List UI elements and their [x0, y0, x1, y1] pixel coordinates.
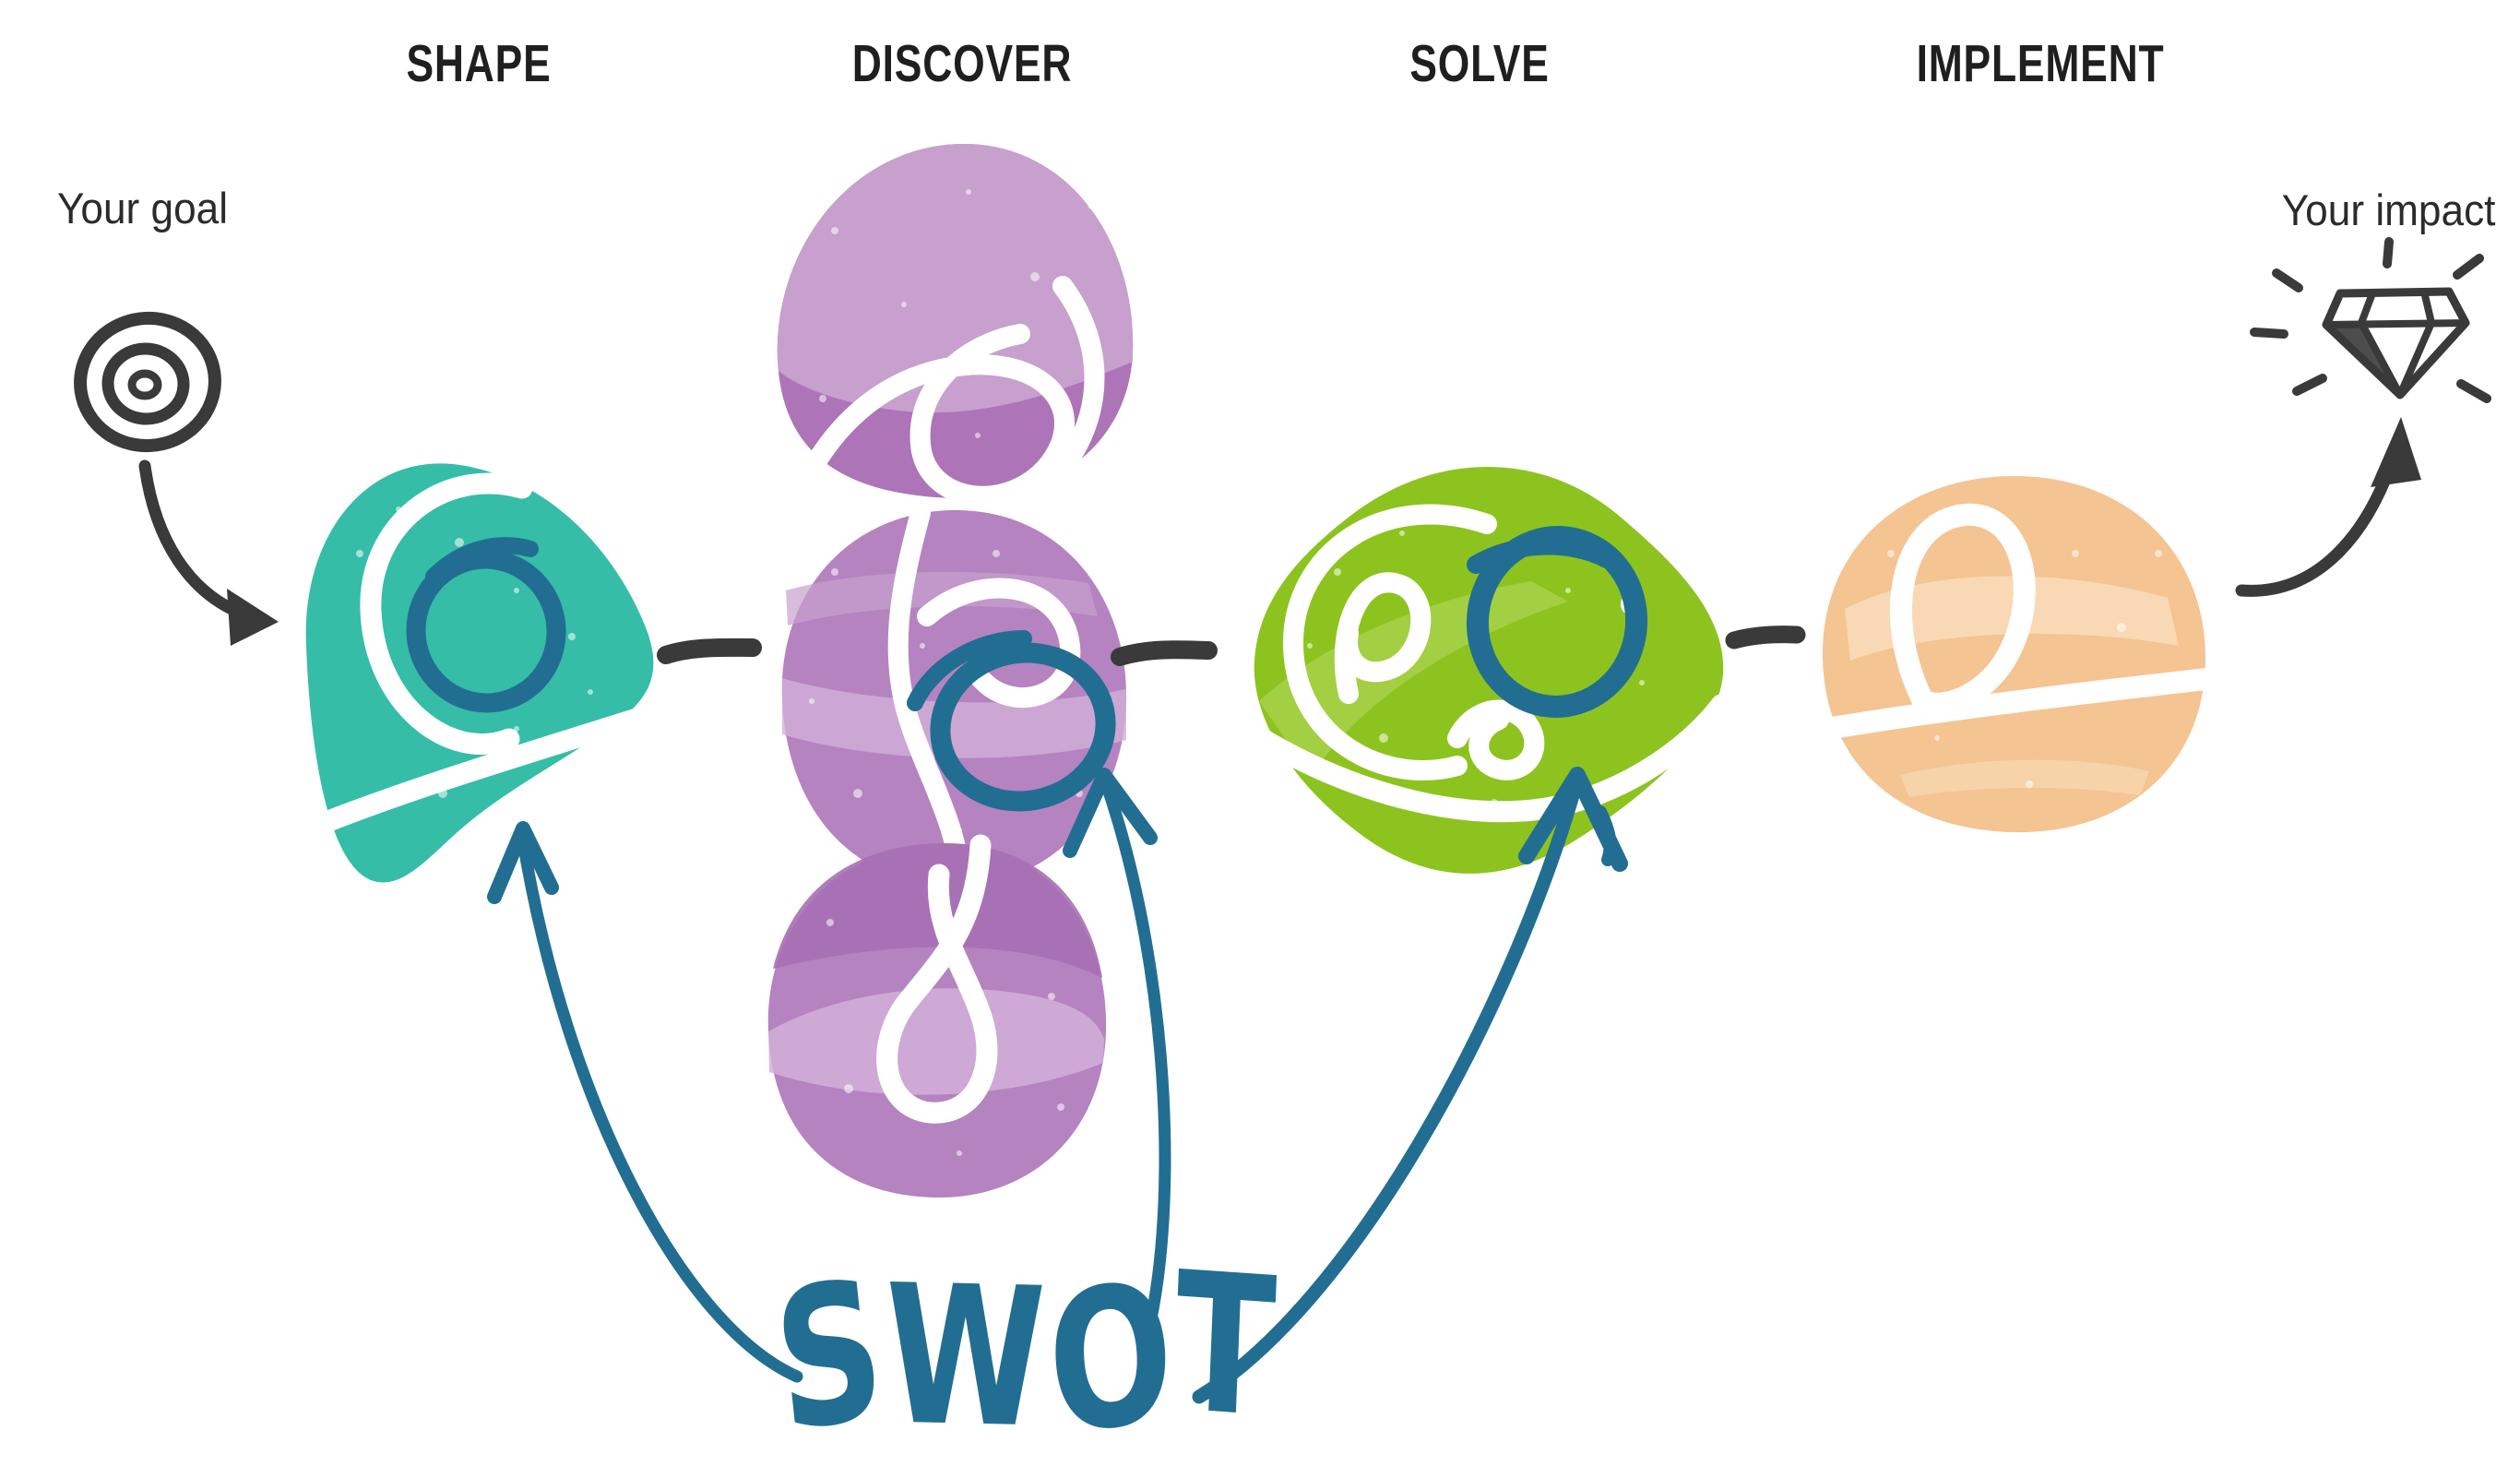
white-scribble [299, 472, 657, 840]
swot-arrow-to-discover [1063, 768, 1171, 1355]
discover-blob-bottom [767, 834, 1107, 1198]
impact-label: Your impact [2281, 185, 2496, 234]
swot-arrow-to-solve [1192, 767, 1628, 1404]
phase-label-solve: SOLVE [1409, 34, 1550, 93]
goal-label: Your goal [57, 184, 229, 232]
swot-highlight-circle-solve [1466, 526, 1648, 718]
swot-letter: T [1171, 1231, 1279, 1461]
connector-dashes [657, 626, 1806, 666]
swot-letter: S [765, 1236, 894, 1466]
diamond-icon [2250, 237, 2491, 403]
solve-blob [1247, 466, 1732, 874]
sparkle-dashes [2250, 237, 2491, 403]
texture-speckles [819, 189, 1097, 438]
white-scribble [1247, 504, 1732, 823]
white-scribble [1815, 503, 2217, 740]
phase-label-shape: SHAPE [406, 34, 552, 93]
impact-arrow [2235, 417, 2421, 597]
discover-blob-middle [781, 503, 1127, 894]
discover-blob-top [770, 143, 1134, 565]
connector-dash-discover-solve [1111, 640, 1218, 666]
shape-blob [299, 463, 657, 883]
swot-highlight-circle-shape [406, 537, 566, 713]
phase-label-discover: DISCOVER [851, 34, 1073, 93]
swot-arrow-to-shape [487, 821, 803, 1383]
phase-label-implement: IMPLEMENT [1916, 34, 2165, 93]
target-icon [74, 311, 221, 453]
goal-arrow [138, 459, 279, 646]
swot-highlight-circle-discover [907, 630, 1116, 812]
connector-dash-shape-discover [657, 638, 762, 664]
swot-letter: W [883, 1244, 1048, 1466]
white-scribble [887, 503, 1081, 894]
swot-letter: O [1041, 1241, 1181, 1466]
implement-blob [1815, 475, 2217, 833]
swot-label: S W O T [766, 1231, 1279, 1466]
connector-dash-solve-implement [1725, 626, 1806, 650]
white-scribble [876, 834, 998, 1124]
